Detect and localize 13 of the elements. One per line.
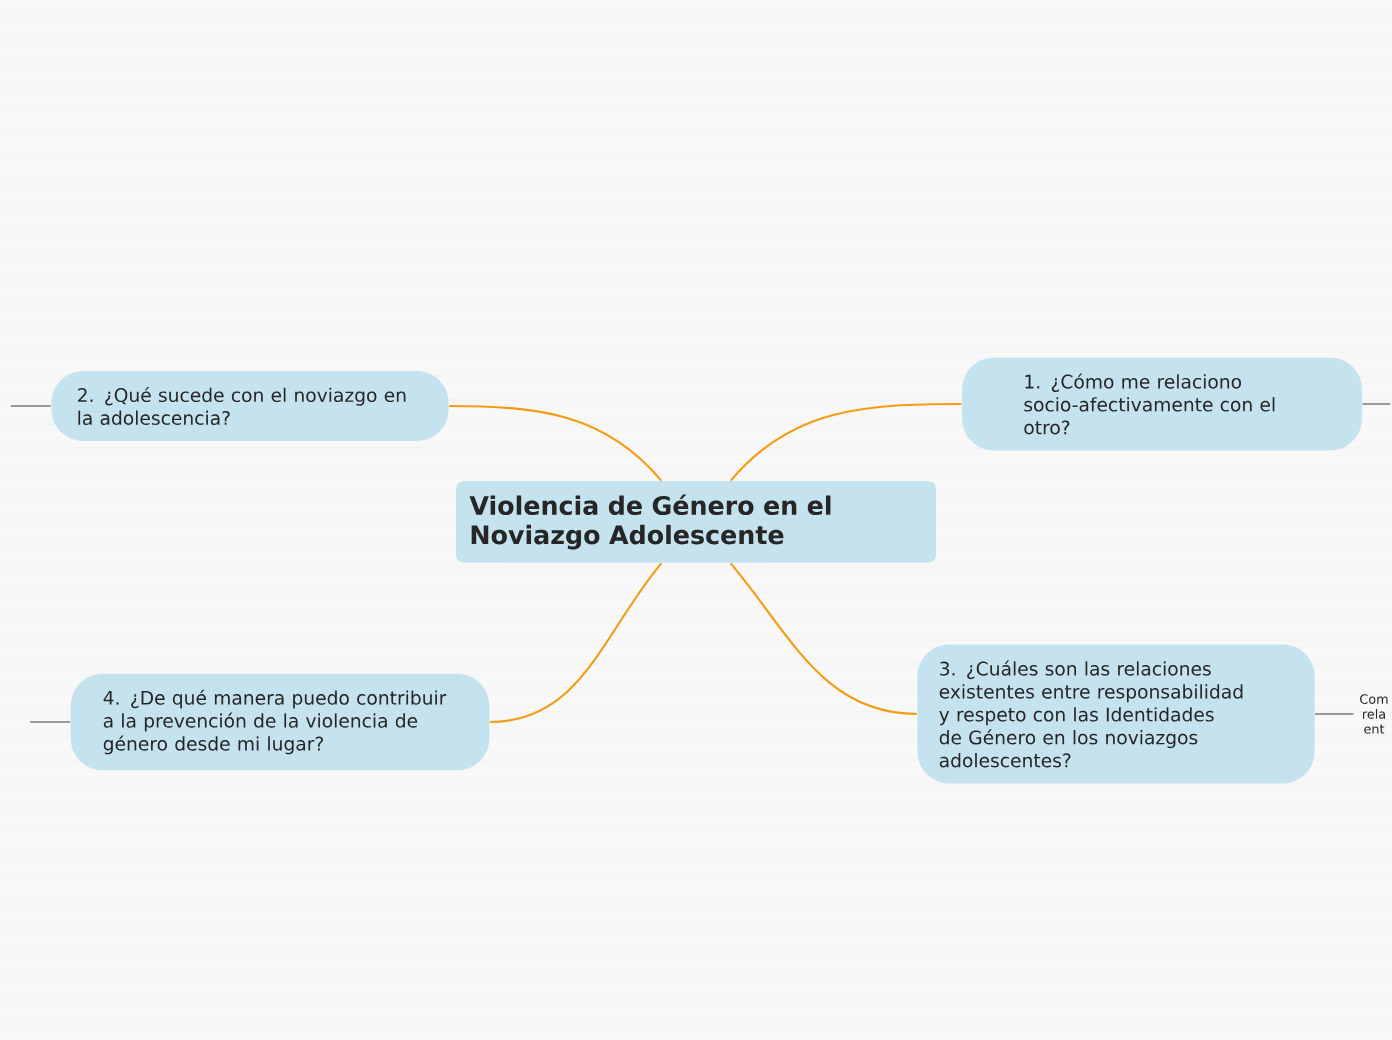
branch-line (449, 404, 663, 482)
central-topic-box: Violencia de Género en el Noviazgo Adolescente (456, 481, 936, 563)
subtopic-box: 4. ¿De qué manera puedo contribuir a la prevención de la violencia de género desde mi lugar? (70, 673, 490, 771)
connector-line (1362, 402, 1391, 406)
branch-line (729, 402, 962, 482)
branch-line (729, 562, 917, 716)
subtopic-box: 1. ¿Cómo me relaciono socio-afectivamente con el otro? (962, 357, 1362, 451)
connector-line (10, 404, 51, 408)
subtopic-box: 3. ¿Cuáles son las relaciones existentes entre responsabilidad y respeto con las Identidades de Género en los noviazgos adolescentes? (917, 644, 1315, 784)
connector-line (30, 720, 71, 724)
connector-line (1315, 712, 1354, 716)
subtopic-box: 2. ¿Qué sucede con el noviazgo en la adolescencia? (51, 370, 449, 442)
branch-line (489, 562, 663, 724)
